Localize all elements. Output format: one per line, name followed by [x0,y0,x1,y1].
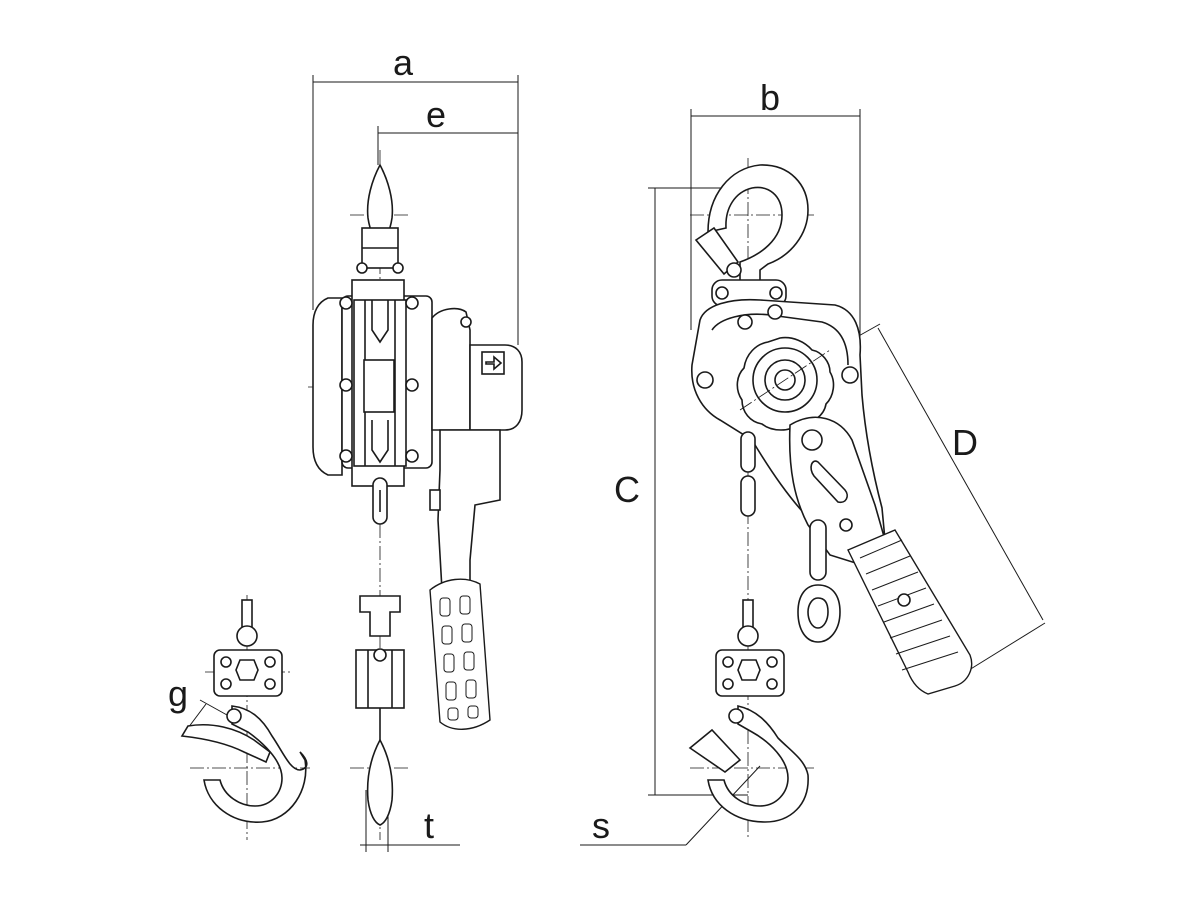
dimension-label-s: s [592,805,610,846]
hoist-front-view [688,158,973,840]
dimension-label-a: a [393,42,414,83]
dimension-label-D: D [952,422,978,463]
dimension-label-b: b [760,77,780,118]
bottom-hook-detail [180,595,310,840]
dimension-label-g: g [168,673,188,714]
dimension-lines [181,75,1046,852]
dimension-label-C: C [614,469,640,510]
dimension-label-e: e [426,94,446,135]
dimension-label-t: t [424,805,434,846]
hoist-side-view [308,150,523,840]
